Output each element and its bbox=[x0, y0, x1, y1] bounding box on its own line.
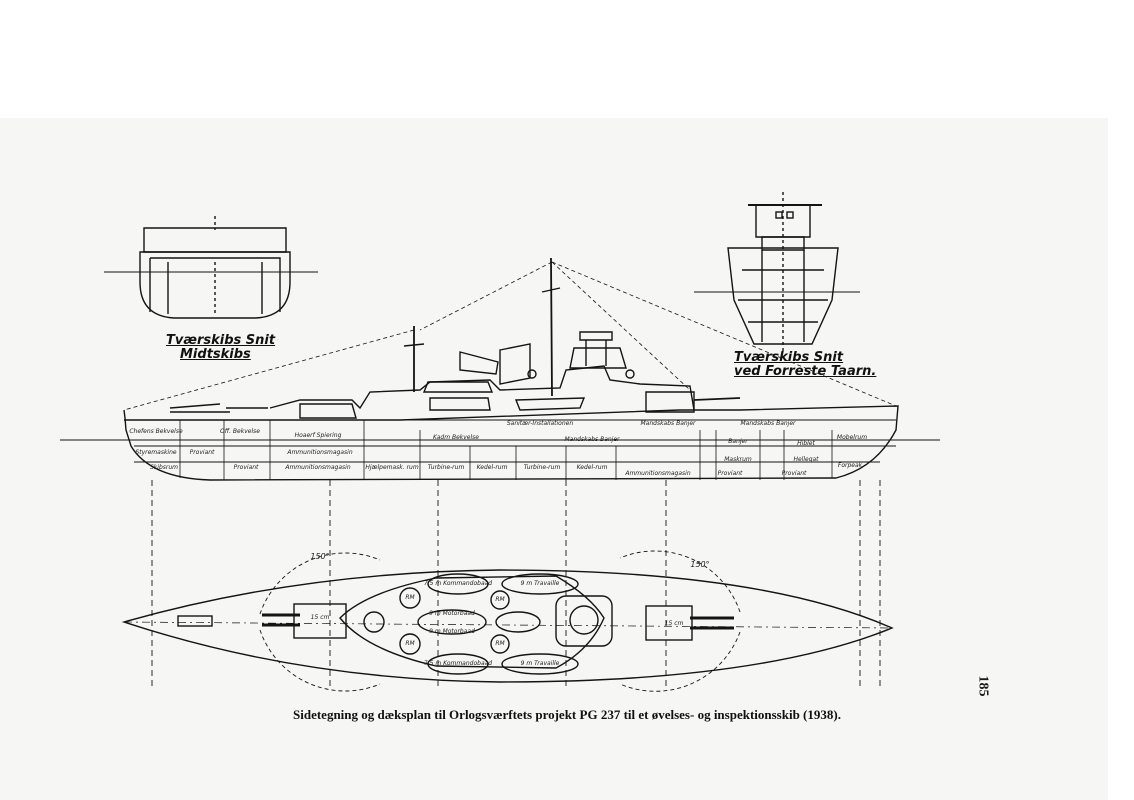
midship-section-title: Tværskibs Snit bbox=[166, 333, 276, 348]
page-margin bbox=[1108, 118, 1134, 800]
compartment-label: Turbine-rum bbox=[523, 464, 561, 471]
arc-label: 150° bbox=[690, 560, 710, 569]
arc-label: 150° bbox=[310, 552, 330, 561]
boat-label: 7.5 m Kommandobaad bbox=[423, 580, 493, 587]
gun-label: 15 cm bbox=[664, 620, 684, 627]
compartment-label: Hiblet bbox=[797, 440, 815, 447]
rangefinder-label: RM bbox=[495, 596, 505, 603]
compartment-label: Hjælpemask. rum bbox=[365, 464, 419, 471]
compartment-label: Kedel-rum bbox=[476, 464, 508, 471]
rangefinder-label: RM bbox=[495, 640, 505, 647]
boat-label: 9 m Travaille bbox=[520, 660, 560, 667]
scanned-page bbox=[0, 118, 1108, 800]
compartment-label: Kedel-rum bbox=[576, 464, 608, 471]
compartment-label: Sanitær-Installationen bbox=[506, 420, 574, 427]
compartment-label: Ammunitionsmagasin bbox=[287, 449, 353, 456]
forward-section-subtitle: ved Forreste Taarn. bbox=[734, 364, 877, 379]
boat-label: 7.5 m Kommandobaad bbox=[423, 660, 493, 667]
compartment-label: Ammunitionsmagasin bbox=[625, 470, 691, 477]
compartment-label: Off. Bekvelse bbox=[220, 428, 260, 435]
midship-section-subtitle: Midtskibs bbox=[180, 347, 251, 362]
deck-plan-drawing bbox=[121, 550, 894, 692]
rangefinder-label: RM bbox=[405, 594, 415, 601]
compartment-label: Styremaskine bbox=[135, 449, 177, 456]
compartment-label: Skibsrum bbox=[150, 464, 178, 471]
side-elevation-drawing bbox=[60, 257, 940, 690]
boat-label: 9 m Travaille bbox=[520, 580, 560, 587]
compartment-label: Proviant bbox=[189, 449, 215, 456]
compartment-label: Forpeak bbox=[837, 462, 863, 469]
compartment-label: Banjer bbox=[728, 438, 748, 445]
compartment-label: Proviant bbox=[717, 470, 743, 477]
compartment-label: Mandskabs Banjer bbox=[564, 436, 620, 443]
boat-label: 9 m Motorbaad bbox=[429, 610, 475, 617]
compartment-label: Kadm Bekvelse bbox=[433, 434, 479, 441]
compartment-label: Mobelrum bbox=[836, 434, 868, 441]
gun-label: 15 cm bbox=[310, 614, 330, 621]
page-number: 185 bbox=[975, 675, 991, 697]
compartment-label: Hellegat bbox=[793, 456, 819, 463]
forward-section-title: Tværskibs Snit bbox=[734, 350, 844, 365]
compartment-label: Proviant bbox=[233, 464, 259, 471]
compartment-label: Hoaerf Spiering bbox=[294, 432, 342, 439]
compartment-label: Mandskabs Banjer bbox=[740, 420, 796, 427]
compartment-label: Chefens Bekvelse bbox=[129, 428, 183, 435]
compartment-label: Mandskabs Banjer bbox=[640, 420, 696, 427]
midship-section-drawing bbox=[104, 216, 318, 319]
figure-caption: Sidetegning og dæksplan til Orlogsværfte… bbox=[293, 707, 841, 722]
forward-section-drawing bbox=[694, 192, 860, 352]
compartment-label: Turbine-rum bbox=[427, 464, 465, 471]
boat-label: 9 m Motorbaad bbox=[429, 628, 475, 635]
compartment-label: Ammunitionsmagasin bbox=[285, 464, 351, 471]
compartment-label: Proviant bbox=[781, 470, 807, 477]
rangefinder-label: RM bbox=[405, 640, 415, 647]
compartment-label: Maskrum bbox=[724, 456, 752, 463]
